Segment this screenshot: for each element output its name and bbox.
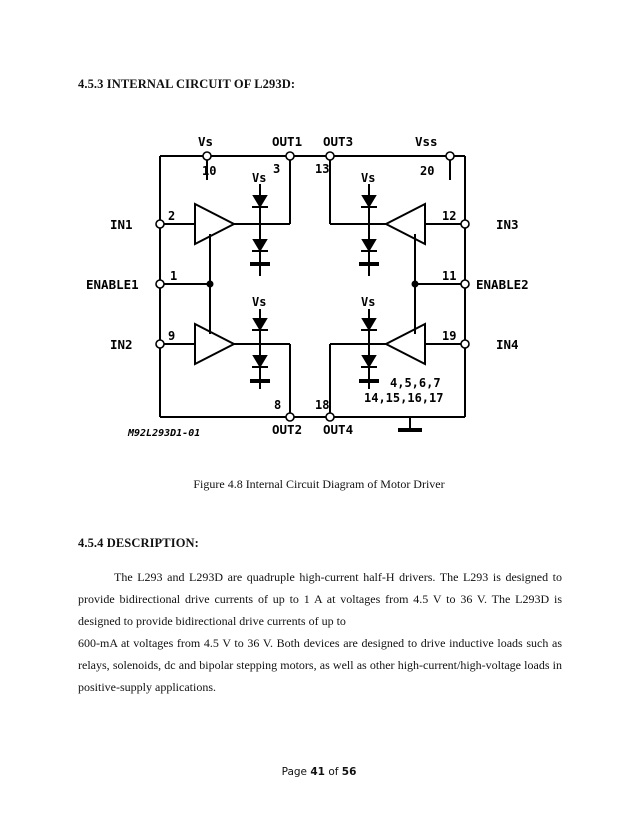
pin-18: 18 — [315, 398, 329, 412]
section-heading-internal-circuit: 4.5.3 INTERNAL CIRCUIT OF L293D: — [78, 77, 296, 91]
pin-12: 12 — [442, 209, 456, 223]
description-paragraph-1: The L293 and L293D are quadruple high-cu… — [78, 570, 562, 628]
page-footer: Page 41 of 56 — [0, 766, 638, 778]
footer-page-word: Page — [281, 766, 307, 778]
pin-3: 3 — [273, 162, 280, 176]
pin-9: 9 — [168, 329, 175, 343]
in4-label: IN4 — [496, 337, 519, 352]
description-body: The L293 and L293D are quadruple high-cu… — [78, 566, 562, 698]
out4-label: OUT4 — [323, 422, 353, 437]
in1-label: IN1 — [110, 217, 133, 232]
footer-total-pages: 56 — [341, 766, 357, 778]
pin-20: 20 — [420, 164, 434, 178]
description-paragraph-2: 600-mA at voltages from 4.5 V to 36 V. B… — [78, 636, 562, 694]
vss-label: Vss — [415, 134, 438, 149]
enable2-label: ENABLE2 — [476, 277, 529, 292]
pin-8: 8 — [274, 398, 281, 412]
vs-small-3: Vs — [252, 295, 266, 309]
vs-small-4: Vs — [361, 295, 375, 309]
pin-19: 19 — [442, 329, 456, 343]
l293d-circuit-diagram: Vs OUT1 OUT3 Vss 10 3 13 20 Vs Vs Vs Vs … — [86, 134, 529, 439]
section-heading-description: 4.5.4 DESCRIPTION: — [78, 536, 199, 550]
pin-11: 11 — [442, 269, 456, 283]
out3-label: OUT3 — [323, 134, 353, 149]
pin-1: 1 — [170, 269, 177, 283]
vs-label: Vs — [198, 134, 213, 149]
diagram-code: M92L293D1-01 — [127, 428, 200, 439]
footer-of-word: of — [328, 766, 339, 778]
pin-13: 13 — [315, 162, 329, 176]
pin-2: 2 — [168, 209, 175, 223]
out2-label: OUT2 — [272, 422, 302, 437]
footer-page-number: 41 — [310, 766, 325, 778]
ground-pins-line1: 4,5,6,7 — [390, 376, 441, 390]
in3-label: IN3 — [496, 217, 519, 232]
pin-10: 10 — [202, 164, 216, 178]
vs-small-2: Vs — [361, 171, 375, 185]
vs-small-1: Vs — [252, 171, 266, 185]
enable1-label: ENABLE1 — [86, 277, 139, 292]
figure-caption: Figure 4.8 Internal Circuit Diagram of M… — [193, 477, 445, 491]
in2-label: IN2 — [110, 337, 133, 352]
ground-pins-line2: 14,15,16,17 — [364, 391, 443, 405]
out1-label: OUT1 — [272, 134, 302, 149]
